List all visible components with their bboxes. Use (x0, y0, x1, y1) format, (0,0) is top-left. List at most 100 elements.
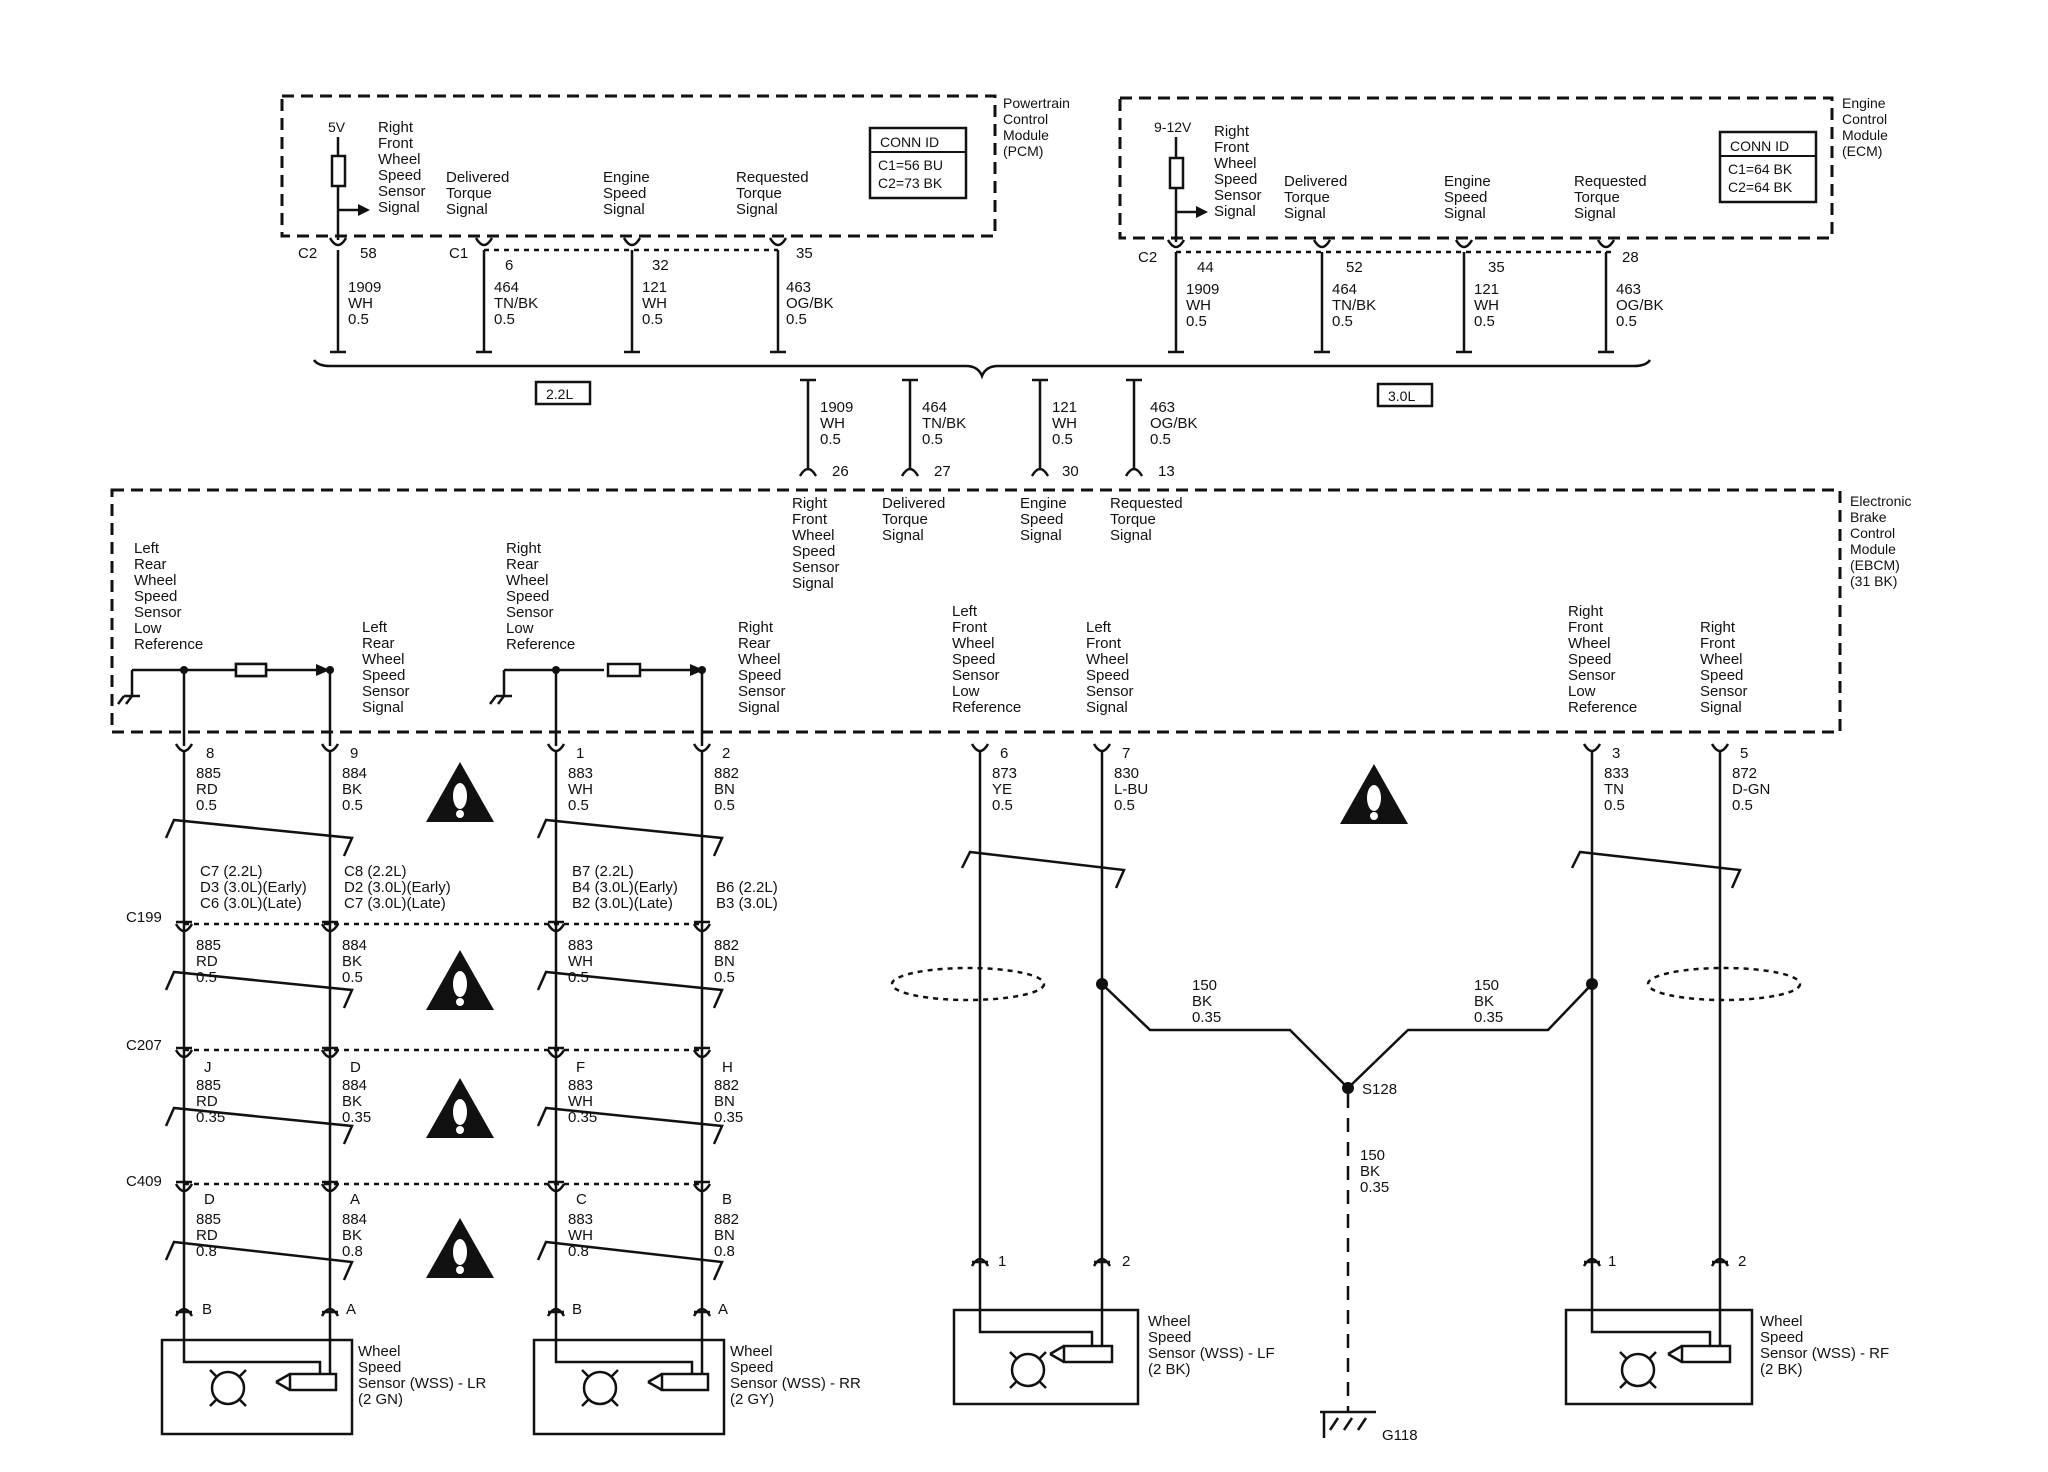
svg-text:WH: WH (348, 295, 373, 312)
svg-text:D3 (3.0L)(Early): D3 (3.0L)(Early) (200, 879, 307, 896)
svg-text:B: B (572, 1301, 582, 1318)
svg-text:5: 5 (1740, 745, 1748, 762)
svg-text:(2 BK): (2 BK) (1148, 1361, 1191, 1378)
svg-text:30: 30 (1062, 463, 1079, 480)
svg-text:Front: Front (1700, 635, 1736, 652)
warning-icon (426, 1218, 494, 1278)
rear-sensor-cavities: B A B A (202, 1301, 728, 1318)
svg-text:Torque: Torque (736, 185, 782, 202)
svg-text:44: 44 (1197, 259, 1214, 276)
ecm-sig1-label: Right Front Wheel Speed Sensor Signal (1214, 123, 1262, 220)
svg-text:Requested: Requested (736, 169, 809, 186)
svg-text:885: 885 (196, 1077, 221, 1094)
svg-text:1: 1 (998, 1253, 1006, 1270)
ecm-module: Engine Control Module (ECM) CONN ID C1=6… (1118, 95, 1888, 242)
ebcm-in-4: 463 OG/BK 0.5 13 Requested Torque Signal (1110, 378, 1198, 544)
ebcm-in-3: 121 WH 0.5 30 Engine Speed Signal (1020, 378, 1079, 544)
svg-text:BN: BN (714, 1093, 735, 1110)
svg-text:121: 121 (1052, 399, 1077, 416)
svg-text:Speed: Speed (1700, 667, 1743, 684)
svg-text:0.5: 0.5 (1052, 431, 1073, 448)
svg-text:Speed: Speed (738, 667, 781, 684)
svg-text:F: F (576, 1059, 585, 1076)
svg-text:Wheel: Wheel (134, 572, 177, 589)
svg-text:Wheel: Wheel (738, 651, 781, 668)
svg-text:Requested: Requested (1110, 495, 1183, 512)
svg-text:Front: Front (1568, 619, 1604, 636)
svg-text:Right: Right (1700, 619, 1736, 636)
svg-text:RD: RD (196, 953, 218, 970)
svg-text:Signal: Signal (1020, 527, 1062, 544)
lr-sig-label: Left Rear Wheel Speed Sensor Signal (362, 619, 410, 716)
svg-text:WH: WH (820, 415, 845, 432)
svg-text:Control: Control (1850, 525, 1895, 541)
svg-text:Front: Front (952, 619, 988, 636)
svg-text:Signal: Signal (1444, 205, 1486, 222)
svg-text:32: 32 (652, 257, 669, 274)
ecm-sig4-label: Requested Torque Signal (1574, 173, 1647, 222)
svg-text:0.5: 0.5 (196, 969, 217, 986)
svg-text:885: 885 (196, 937, 221, 954)
ecm-pin-1: 44 1909 WH 0.5 (1166, 239, 1219, 354)
svg-text:Signal: Signal (738, 699, 780, 716)
svg-text:Reference: Reference (952, 699, 1021, 716)
svg-text:Sensor (WSS) - RF: Sensor (WSS) - RF (1760, 1345, 1889, 1362)
svg-text:0.5: 0.5 (1616, 313, 1637, 330)
warning-icon (426, 950, 494, 1010)
svg-text:3: 3 (1612, 745, 1620, 762)
svg-text:Speed: Speed (792, 543, 835, 560)
svg-text:0.5: 0.5 (1114, 797, 1135, 814)
svg-text:Front: Front (1086, 635, 1122, 652)
svg-text:Speed: Speed (1148, 1329, 1191, 1346)
svg-text:BN: BN (714, 1227, 735, 1244)
svg-text:Brake: Brake (1850, 509, 1887, 525)
lf-low-label: Left Front Wheel Speed Sensor Low Refere… (952, 603, 1021, 716)
svg-text:Wheel: Wheel (358, 1343, 401, 1360)
svg-text:Signal: Signal (1110, 527, 1152, 544)
pcm-pullup-resistor: 5V (328, 119, 370, 240)
svg-text:BK: BK (342, 1227, 362, 1244)
ebcm-lr-circuit: Left Rear Wheel Speed Sensor Low Referen… (117, 540, 410, 746)
ebcm-module: Electronic Brake Control Module (EBCM) (… (110, 488, 1911, 746)
svg-text:883: 883 (568, 765, 593, 782)
rf-sig-label: Right Front Wheel Speed Sensor Signal (1700, 619, 1748, 716)
svg-text:Signal: Signal (736, 201, 778, 218)
svg-text:Speed: Speed (506, 588, 549, 605)
svg-text:Control: Control (1842, 111, 1887, 127)
svg-text:150: 150 (1474, 977, 1499, 994)
svg-text:WH: WH (568, 781, 593, 798)
c207-label: C207 (126, 1037, 162, 1054)
c409-label: C409 (126, 1173, 162, 1190)
ebcm-in-1: 1909 WH 0.5 26 Right Front Wheel Speed S… (792, 378, 853, 592)
svg-text:Wheel: Wheel (1148, 1313, 1191, 1330)
rear-wire-set-2: 885 RD 0.5 884 BK 0.5 883 WH 0.5 882 BN … (196, 937, 739, 986)
pcm-sig3-label: Engine Speed Signal (603, 169, 650, 218)
svg-text:0.5: 0.5 (642, 311, 663, 328)
svg-text:(2 BK): (2 BK) (1760, 1361, 1803, 1378)
svg-text:Sensor: Sensor (1214, 187, 1262, 204)
wss-rr: Wheel Speed Sensor (WSS) - RR (2 GY) (532, 1328, 861, 1436)
svg-text:121: 121 (642, 279, 667, 296)
svg-text:Sensor: Sensor (1700, 683, 1748, 700)
svg-text:26: 26 (832, 463, 849, 480)
svg-text:Control: Control (1003, 111, 1048, 127)
svg-text:C2=64 BK: C2=64 BK (1728, 179, 1793, 195)
svg-text:884: 884 (342, 1077, 367, 1094)
rr-low-label: Right Rear Wheel Speed Sensor Low Refere… (506, 540, 575, 653)
svg-text:C1: C1 (449, 245, 468, 262)
svg-text:C2: C2 (298, 245, 317, 262)
ground-icon: G118 (1320, 1410, 1418, 1444)
svg-text:872: 872 (1732, 765, 1757, 782)
engine-label-30: 3.0L (1388, 388, 1415, 404)
svg-text:Speed: Speed (1568, 651, 1611, 668)
svg-text:Speed: Speed (1214, 171, 1257, 188)
svg-text:Sensor: Sensor (1568, 667, 1616, 684)
svg-text:Wheel: Wheel (1086, 651, 1129, 668)
svg-text:0.5: 0.5 (1474, 313, 1495, 330)
lr-low-label: Left Rear Wheel Speed Sensor Low Referen… (134, 540, 203, 653)
svg-text:OG/BK: OG/BK (786, 295, 834, 312)
ebcm-input-wires: 1909 WH 0.5 26 Right Front Wheel Speed S… (792, 378, 1198, 592)
pcm-module: Powertrain Control Module (PCM) CONN ID … (280, 94, 1070, 240)
svg-text:Speed: Speed (952, 651, 995, 668)
svg-text:Right: Right (378, 119, 414, 136)
